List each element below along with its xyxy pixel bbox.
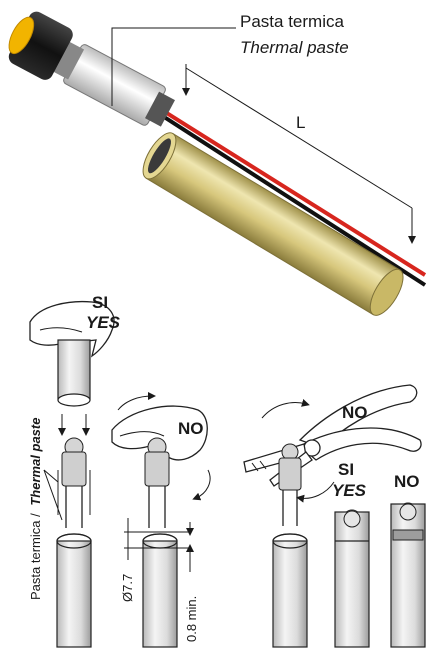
pliers-icon xyxy=(243,384,422,487)
step-wrong-pliers: NO xyxy=(243,384,422,648)
length-label: L xyxy=(296,113,305,132)
step-wrong-press: Ø7.7 0.8 min. NO xyxy=(111,392,211,648)
step-wrong-result: NO xyxy=(390,472,426,648)
gap-label: 0.8 min. xyxy=(184,596,199,642)
wires xyxy=(128,88,427,287)
yes-label-it-2: SI xyxy=(338,460,354,479)
yes-label-en-1: YES xyxy=(86,313,121,332)
no-label-3: NO xyxy=(394,472,420,491)
lamp-icon-3 xyxy=(278,443,302,526)
length-dimension xyxy=(182,64,416,244)
side-paste-label: Pasta termica / Thermal paste xyxy=(28,418,43,600)
brass-tube-icon xyxy=(142,132,404,316)
diameter-dimension xyxy=(124,518,194,572)
step-correct: SI YES Pasta termica / Thermal paste xyxy=(28,293,121,648)
diameter-label: Ø7.7 xyxy=(120,574,135,602)
side-paste-it: Pasta termica / xyxy=(28,513,43,600)
paste-label-en: Thermal paste xyxy=(240,38,349,57)
no-label-pliers: NO xyxy=(342,403,368,422)
step-correct-result: SI YES xyxy=(332,460,370,648)
lamp-holder-icon xyxy=(8,11,175,127)
paste-leader xyxy=(111,27,236,106)
side-paste-en: Thermal paste xyxy=(28,418,43,506)
yes-label-it-1: SI xyxy=(92,293,108,312)
top-assembly: Pasta termica Thermal paste L xyxy=(8,11,427,316)
hand-press-icon xyxy=(111,405,208,461)
lamp-icon-2 xyxy=(144,437,170,528)
no-label-1: NO xyxy=(178,419,204,438)
yes-label-en-2: YES xyxy=(332,481,367,500)
lamp-icon xyxy=(57,437,91,528)
paste-label-it: Pasta termica xyxy=(240,12,344,31)
